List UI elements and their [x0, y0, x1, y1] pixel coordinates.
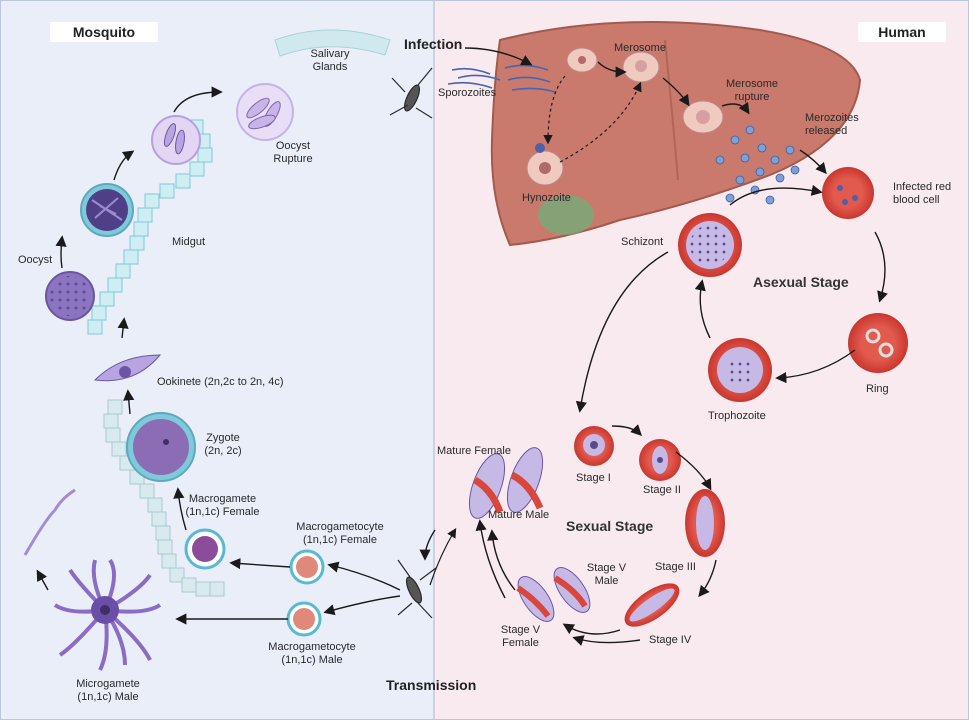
microgamete-line2: (1n,1c) Male [77, 691, 139, 703]
oocyst-sporozoite-filled [151, 115, 201, 165]
macrogamete-line1: Macrogamete [188, 493, 257, 505]
salivary-glands-label: Salivary Glands [300, 48, 360, 74]
macrogametocyte-female-line2: (1n,1c) Female [303, 534, 377, 546]
oocyst-rupture-label: Oocyst Rupture [268, 140, 318, 166]
merosome-rupture-line1: Merosome [726, 78, 778, 90]
macrogametocyte-male-label: Macrogametocyte (1n,1c) Male [262, 641, 362, 667]
merosome-rupture-label: Merosome rupture [722, 78, 782, 104]
macrogametocyte-male-cell [286, 601, 322, 637]
ookinete-label: Ookinete (2n,2c to 2n, 4c) [157, 376, 284, 388]
mature-female-label: Mature Female [437, 445, 511, 457]
salivary-glands [274, 29, 391, 57]
infected-rbc-line1: Infected red [893, 181, 952, 193]
macrogametocyte-female-cell [289, 549, 325, 585]
merozoites [715, 125, 800, 205]
stage-ii-cell [639, 439, 681, 481]
infected-rbc-line2: blood cell [893, 194, 940, 206]
mosquito-panel-title: Mosquito [50, 22, 158, 42]
stage-v-female-line1: Stage V [500, 624, 541, 636]
ring-label: Ring [866, 383, 889, 395]
mature-female-cell [468, 453, 506, 519]
merozoites-line1: Merozoites [805, 112, 859, 124]
oocyst-mature [80, 183, 134, 237]
stage-v-female-cell [516, 576, 555, 622]
stage-iii-cell [685, 489, 725, 557]
mature-male-label: Mature Male [488, 509, 550, 521]
sexual-stage-title: Sexual Stage [566, 518, 654, 534]
hynozoite-label: Hynozoite [522, 192, 571, 204]
human-arrows [419, 47, 888, 646]
salivary-glands-line1: Salivary [310, 48, 350, 60]
microgamete-line1: Microgamete [76, 678, 140, 690]
oocyst-rupture [236, 83, 294, 141]
stage-v-male-cell [553, 567, 591, 613]
transmission-label: Transmission [386, 677, 477, 693]
infection-label: Infection [404, 36, 463, 52]
macrogamete-line2: (1n,1c) Female [185, 506, 260, 518]
lower-gut-chain [103, 399, 225, 597]
liver [490, 21, 862, 247]
gallbladder [538, 195, 594, 235]
zygote-line1: Zygote [206, 432, 240, 444]
stage-iii-label: Stage III [655, 561, 696, 573]
zygote-label: Zygote (2n, 2c) [198, 432, 248, 458]
schizont-label: Schizont [621, 236, 664, 248]
trophozoite-label: Trophozoite [708, 410, 766, 422]
oocyst-early [45, 271, 95, 321]
stage-v-male-label: Stage V Male [584, 562, 629, 588]
merosome-label: Merosome [614, 42, 666, 54]
mosquito-arrows [36, 86, 457, 625]
zygote-line2: (2n, 2c) [204, 445, 242, 457]
merozoites-released-label: Merozoites released [805, 112, 859, 138]
stage-i-cell [574, 426, 614, 466]
hepatocyte-early [566, 47, 598, 73]
stage-i-label: Stage I [576, 472, 611, 484]
merozoites-line2: released [805, 125, 848, 137]
infected-rbc-label: Infected red blood cell [893, 181, 951, 207]
merosome-cell [622, 51, 660, 83]
merosome-rupture-cell [682, 100, 724, 134]
oocyst-label: Oocyst [18, 254, 53, 266]
mosquito-infection [389, 67, 433, 119]
stage-v-male-line1: Stage V [586, 562, 627, 574]
infected-rbc [822, 167, 874, 219]
trophozoite [708, 338, 772, 402]
ring-stage [848, 313, 908, 373]
salivary-glands-line2: Glands [312, 61, 348, 73]
stage-v-female-line2: Female [502, 637, 539, 649]
macrogametocyte-male-line1: Macrogametocyte [268, 641, 356, 653]
midgut-label: Midgut [172, 236, 206, 248]
mosquito-transmission [397, 559, 437, 619]
zygote [126, 412, 196, 482]
stage-v-male-line2: Male [594, 575, 619, 587]
sporozoites [447, 64, 556, 93]
microgamete-label: Microgamete (1n,1c) Male [68, 678, 148, 704]
schizont [678, 213, 742, 277]
stage-ii-label: Stage II [643, 484, 681, 496]
stage-v-female-label: Stage V Female [498, 624, 543, 650]
macrogamete [184, 528, 226, 570]
mature-male-cell [506, 447, 544, 513]
sporozoites-label: Sporozoites [438, 87, 497, 99]
free-microgamete [23, 488, 76, 556]
macrogamete-label: Macrogamete (1n,1c) Female [180, 493, 265, 519]
mosquito-panel-bg [0, 0, 434, 720]
stage-iv-cell [624, 583, 680, 627]
dotted-arrows [543, 75, 642, 163]
stage-iv-label: Stage IV [649, 634, 692, 646]
oocyst-rupture-line1: Oocyst [275, 140, 311, 152]
human-panel-title: Human [858, 22, 946, 42]
macrogametocyte-male-line2: (1n,1c) Male [281, 654, 343, 666]
oocyst-rupture-line2: Rupture [273, 153, 313, 165]
merosome-rupture-line2: rupture [734, 91, 770, 103]
hynozoite-cell [526, 150, 564, 186]
macrogametocyte-female-line1: Macrogametocyte [296, 521, 384, 533]
macrogametocyte-female-label: Macrogametocyte (1n,1c) Female [290, 521, 390, 547]
asexual-stage-title: Asexual Stage [753, 274, 849, 290]
